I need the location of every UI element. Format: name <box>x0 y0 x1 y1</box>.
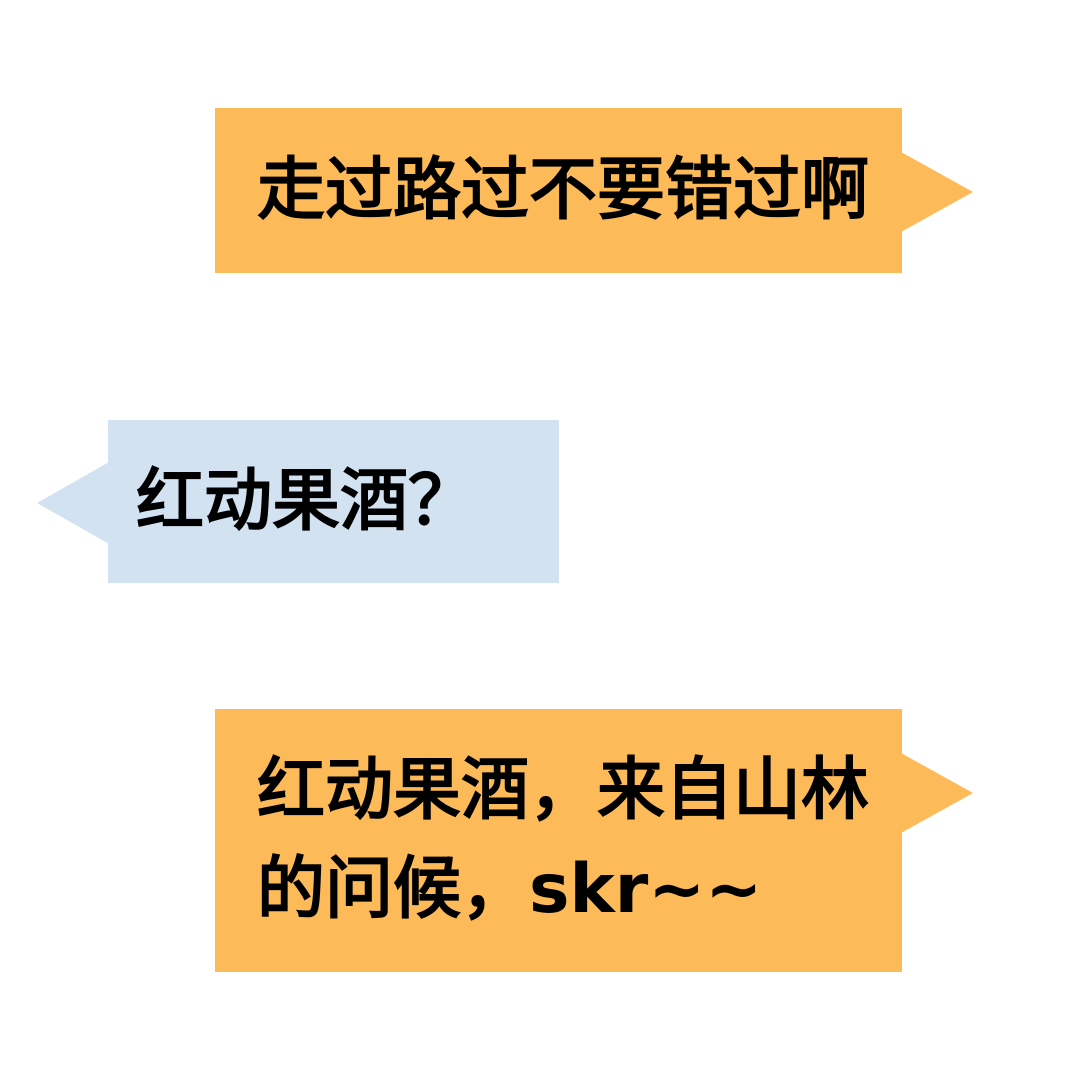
bubble-tail-left-2 <box>37 462 109 544</box>
bubble-tail-right-1 <box>901 152 973 232</box>
speech-bubble-incoming-2: 红动果酒？ <box>108 420 559 583</box>
bubble-text-2: 红动果酒？ <box>136 461 477 541</box>
bubble-text-1: 走过路过不要错过啊 <box>257 150 870 230</box>
bubble-text-3: 红动果酒，来自山林的问候，skr~~ <box>257 750 870 929</box>
speech-bubble-outgoing-3: 红动果酒，来自山林的问候，skr~~ <box>215 709 902 972</box>
bubble-tail-right-3 <box>901 753 973 833</box>
speech-bubble-outgoing-1: 走过路过不要错过啊 <box>215 108 902 273</box>
